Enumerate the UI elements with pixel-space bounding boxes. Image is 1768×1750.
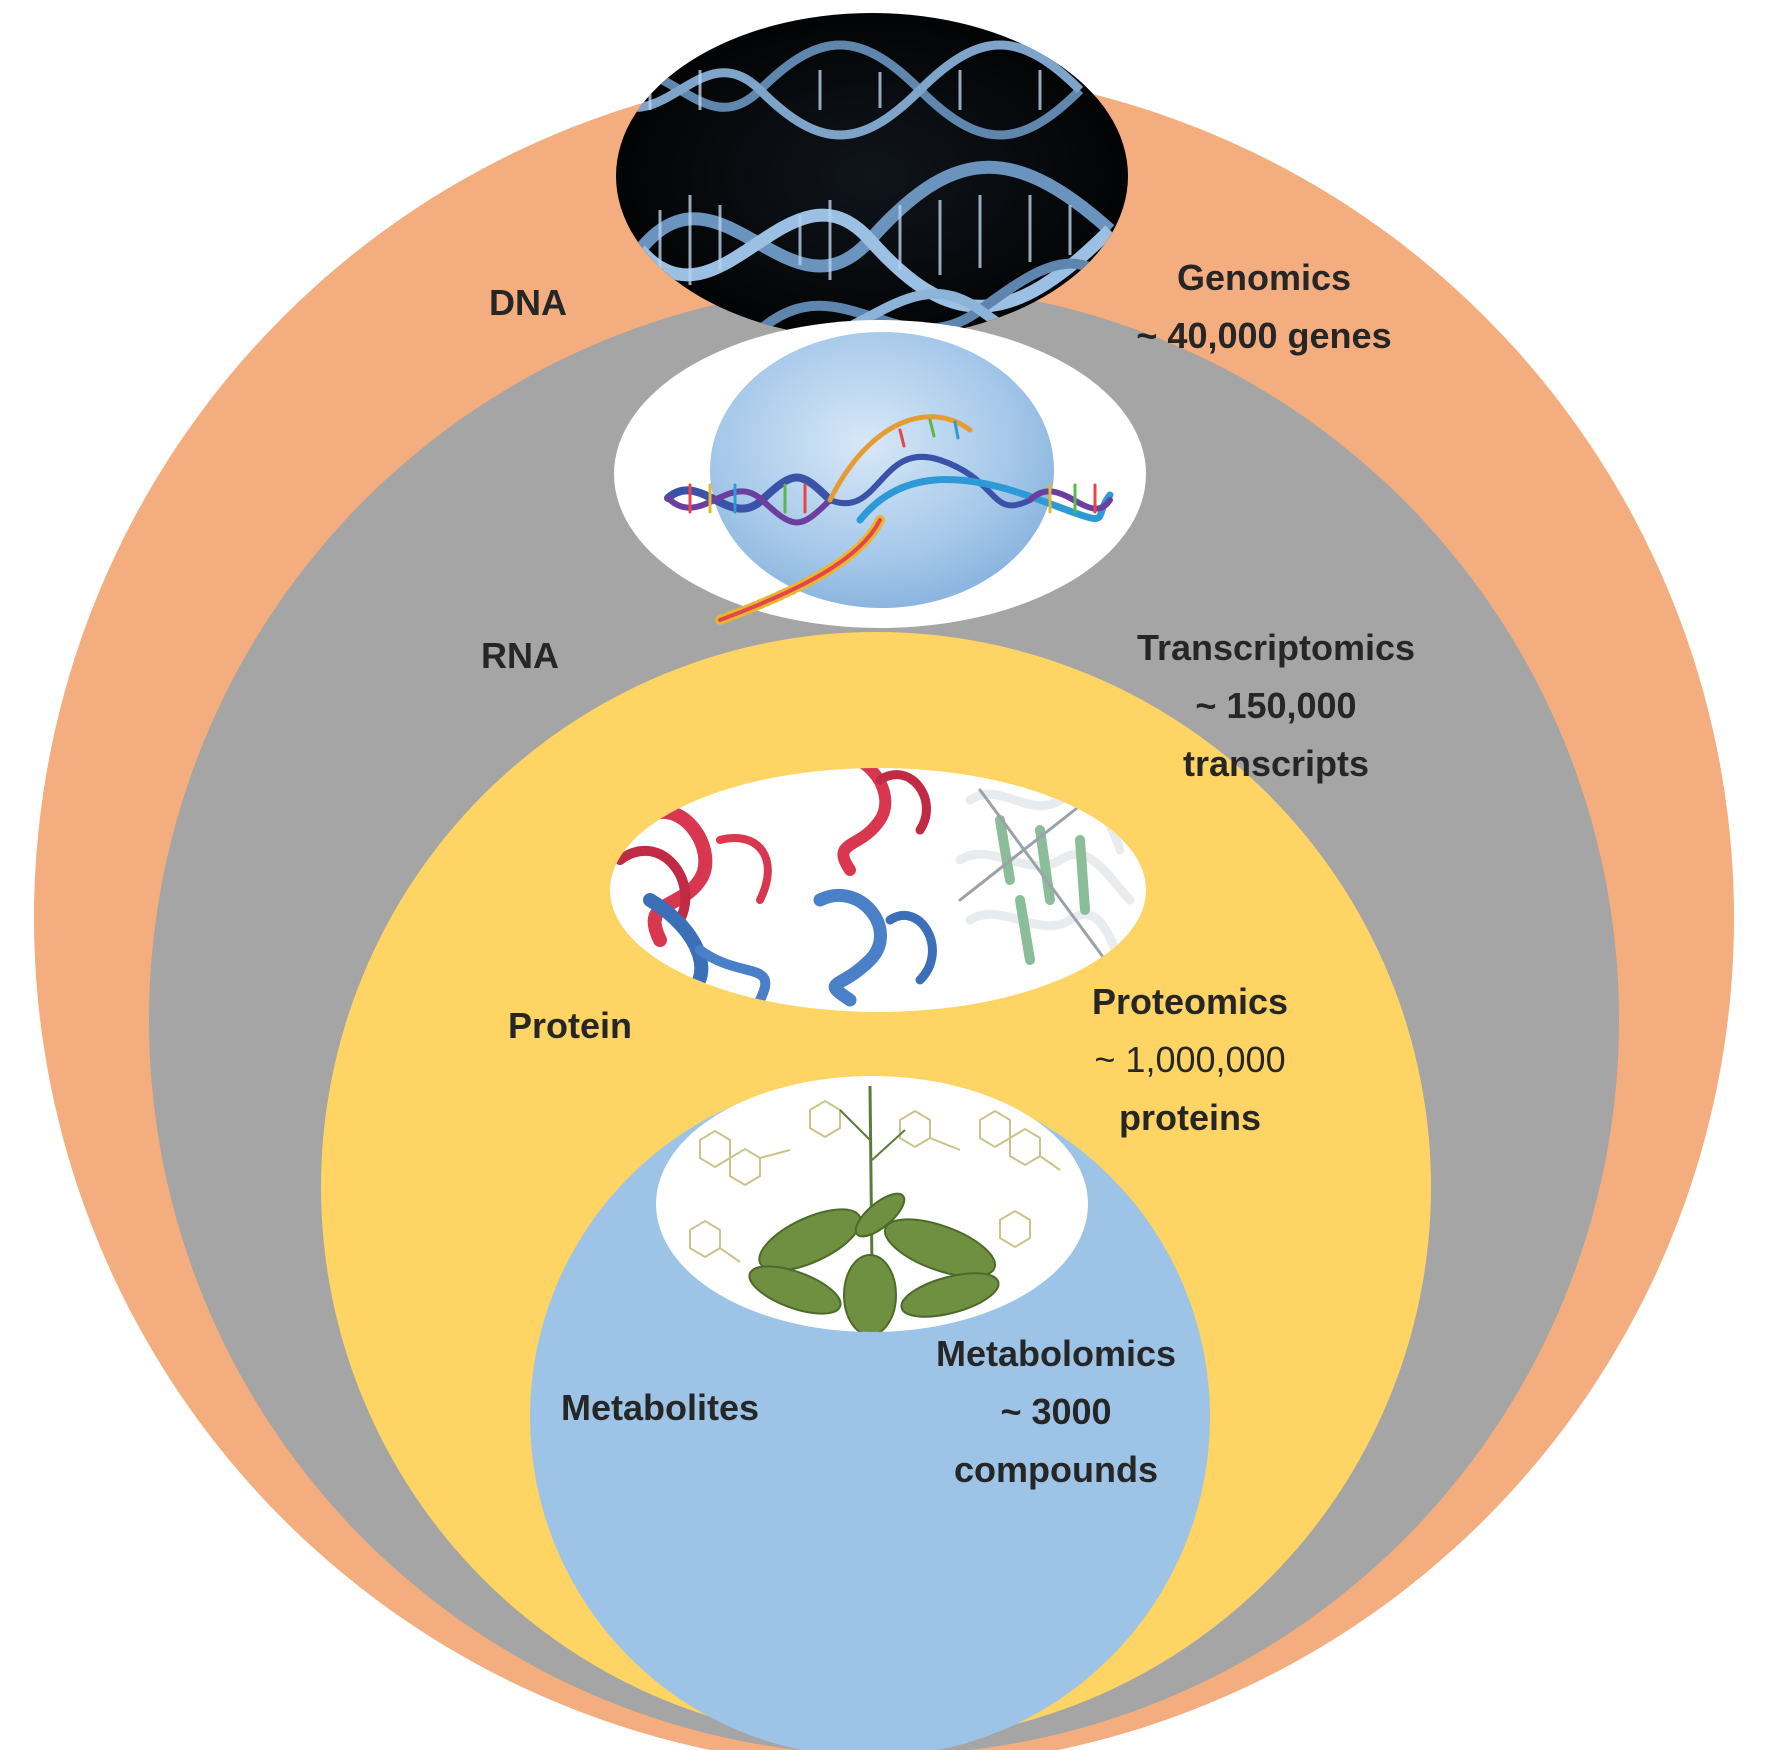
metabolomics-label: Metabolomics (936, 1333, 1176, 1374)
metabolomics-count: ~ 3000 (1000, 1391, 1111, 1432)
proteomics-label: Proteomics (1092, 981, 1288, 1022)
protein-ribbon-structure-image (610, 768, 1146, 1012)
protein-level-label: Protein (508, 1005, 632, 1046)
rna-level-label: RNA (481, 635, 559, 676)
proteomics-count: ~ 1,000,000 (1094, 1039, 1285, 1080)
transcriptomics-unit: transcripts (1183, 743, 1369, 784)
transcriptomics-count: ~ 150,000 (1195, 685, 1356, 726)
metabolites-level-label: Metabolites (561, 1387, 759, 1428)
transcriptomics-label: Transcriptomics (1137, 627, 1415, 668)
genomics-label: Genomics (1177, 257, 1351, 298)
genomics-count: ~ 40,000 genes (1136, 315, 1391, 356)
dna-level-label: DNA (489, 282, 567, 323)
metabolomics-unit: compounds (954, 1449, 1158, 1490)
proteomics-unit: proteins (1119, 1097, 1261, 1138)
rna-transcription-image (614, 320, 1146, 628)
plant-metabolite-structures-image (656, 1076, 1088, 1332)
